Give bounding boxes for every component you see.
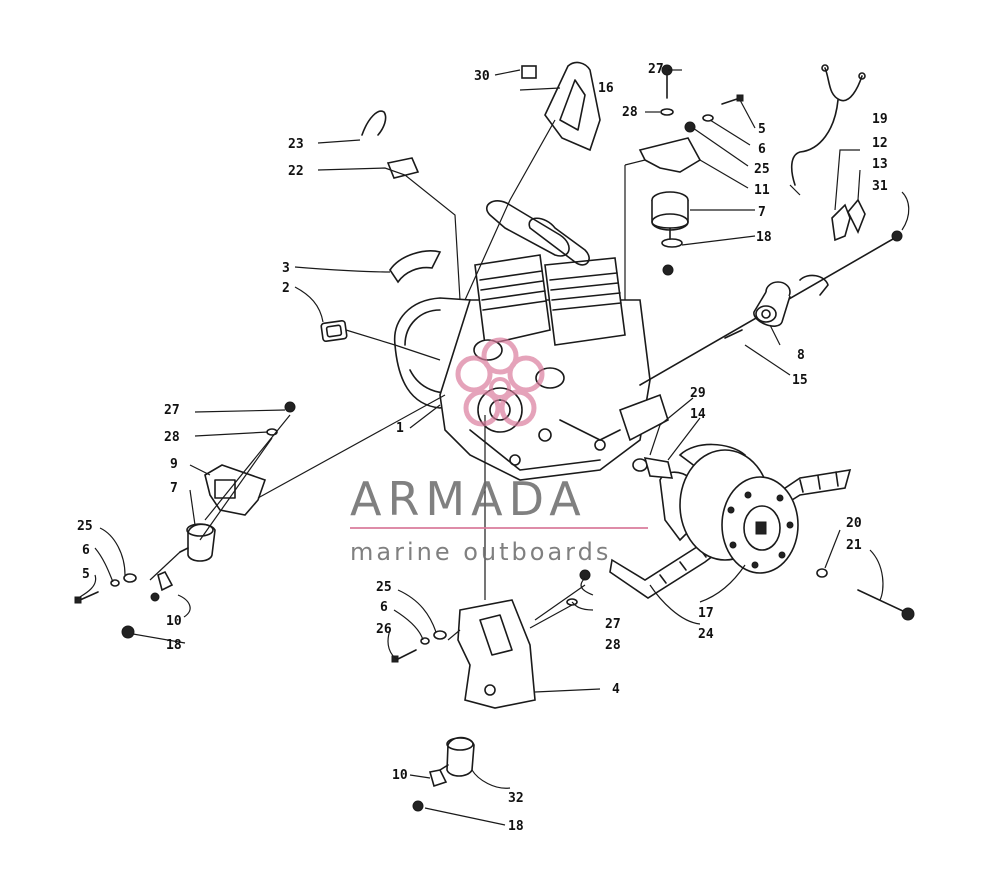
upper-rubber-mount-part <box>651 191 689 276</box>
clutch-bolt-part <box>857 589 915 621</box>
callout-26: 26 <box>376 622 392 637</box>
left-mount-assembly <box>74 401 296 639</box>
bushing-part <box>753 274 829 327</box>
watermark-tagline: marine outboards <box>350 538 611 566</box>
callout-18-bottom: 18 <box>508 819 524 834</box>
callout-32: 32 <box>508 791 524 806</box>
callout-17: 17 <box>698 606 714 621</box>
bottom-mount-assembly <box>391 569 591 812</box>
callout-27-bottom: 27 <box>605 617 621 632</box>
callout-28-left: 28 <box>164 430 180 445</box>
callout-24: 24 <box>698 627 714 642</box>
callout-8: 8 <box>797 348 805 363</box>
wire-clip-part <box>361 110 387 136</box>
clip-block-part <box>521 65 537 79</box>
callout-10-bottom: 10 <box>392 768 408 783</box>
callout-12: 12 <box>872 136 888 151</box>
callout-16: 16 <box>598 81 614 96</box>
callout-23: 23 <box>288 137 304 152</box>
callout-13: 13 <box>872 157 888 172</box>
callout-2: 2 <box>282 281 290 296</box>
callout-6-top: 6 <box>758 142 766 157</box>
callout-19: 19 <box>872 112 888 127</box>
engine-assembly <box>393 200 669 481</box>
callout-25-left: 25 <box>77 519 93 534</box>
callout-14: 14 <box>690 407 706 422</box>
callout-25-bottom: 25 <box>376 580 392 595</box>
left-rubber-mount-part <box>187 523 216 562</box>
callout-30: 30 <box>474 69 490 84</box>
callout-7-left: 7 <box>170 481 178 496</box>
heat-shield-part <box>389 250 442 284</box>
armada-watermark: ARMADA marine outboards <box>350 337 648 566</box>
stud-part <box>724 329 743 339</box>
cover-part <box>544 61 601 152</box>
callout-28-bottom: 28 <box>605 638 621 653</box>
callout-28-top: 28 <box>622 105 638 120</box>
callout-7-top: 7 <box>758 205 766 220</box>
callout-6-bottom: 6 <box>380 600 388 615</box>
gasket-part <box>320 320 348 342</box>
leader-lines <box>75 69 910 826</box>
callout-18-top: 18 <box>756 230 772 245</box>
top-mount-hardware <box>660 64 744 133</box>
callout-10-left: 10 <box>166 614 182 629</box>
bracket-pair-part <box>831 203 851 242</box>
callout-25-top: 25 <box>754 162 770 177</box>
callout-27-left: 27 <box>164 403 180 418</box>
callout-21: 21 <box>846 538 862 553</box>
upper-mount-bracket-part <box>638 137 702 173</box>
wiring-harness-part <box>790 67 863 186</box>
callout-31: 31 <box>872 179 888 194</box>
callout-5-top: 5 <box>758 122 766 137</box>
callout-4: 4 <box>612 682 620 697</box>
armada-logo-icon <box>455 337 545 427</box>
callout-11: 11 <box>754 183 770 198</box>
callout-labels: 30 16 27 28 5 6 25 11 7 18 19 12 13 31 2… <box>77 62 888 834</box>
drive-clutch-assembly <box>609 443 852 599</box>
bottom-rubber-mount-part <box>446 736 475 777</box>
callout-9: 9 <box>170 457 178 472</box>
callout-20: 20 <box>846 516 862 531</box>
watermark-brand: ARMADA <box>350 472 587 526</box>
callout-1: 1 <box>396 421 404 436</box>
callout-18-left: 18 <box>166 638 182 653</box>
callout-15: 15 <box>792 373 808 388</box>
callout-5-left: 5 <box>82 567 90 582</box>
callout-3: 3 <box>282 261 290 276</box>
callout-29: 29 <box>690 386 706 401</box>
washer-part <box>816 568 828 578</box>
callout-27-top: 27 <box>648 62 664 77</box>
callout-6-left: 6 <box>82 543 90 558</box>
small-bracket-part <box>386 157 420 179</box>
callout-22: 22 <box>288 164 304 179</box>
